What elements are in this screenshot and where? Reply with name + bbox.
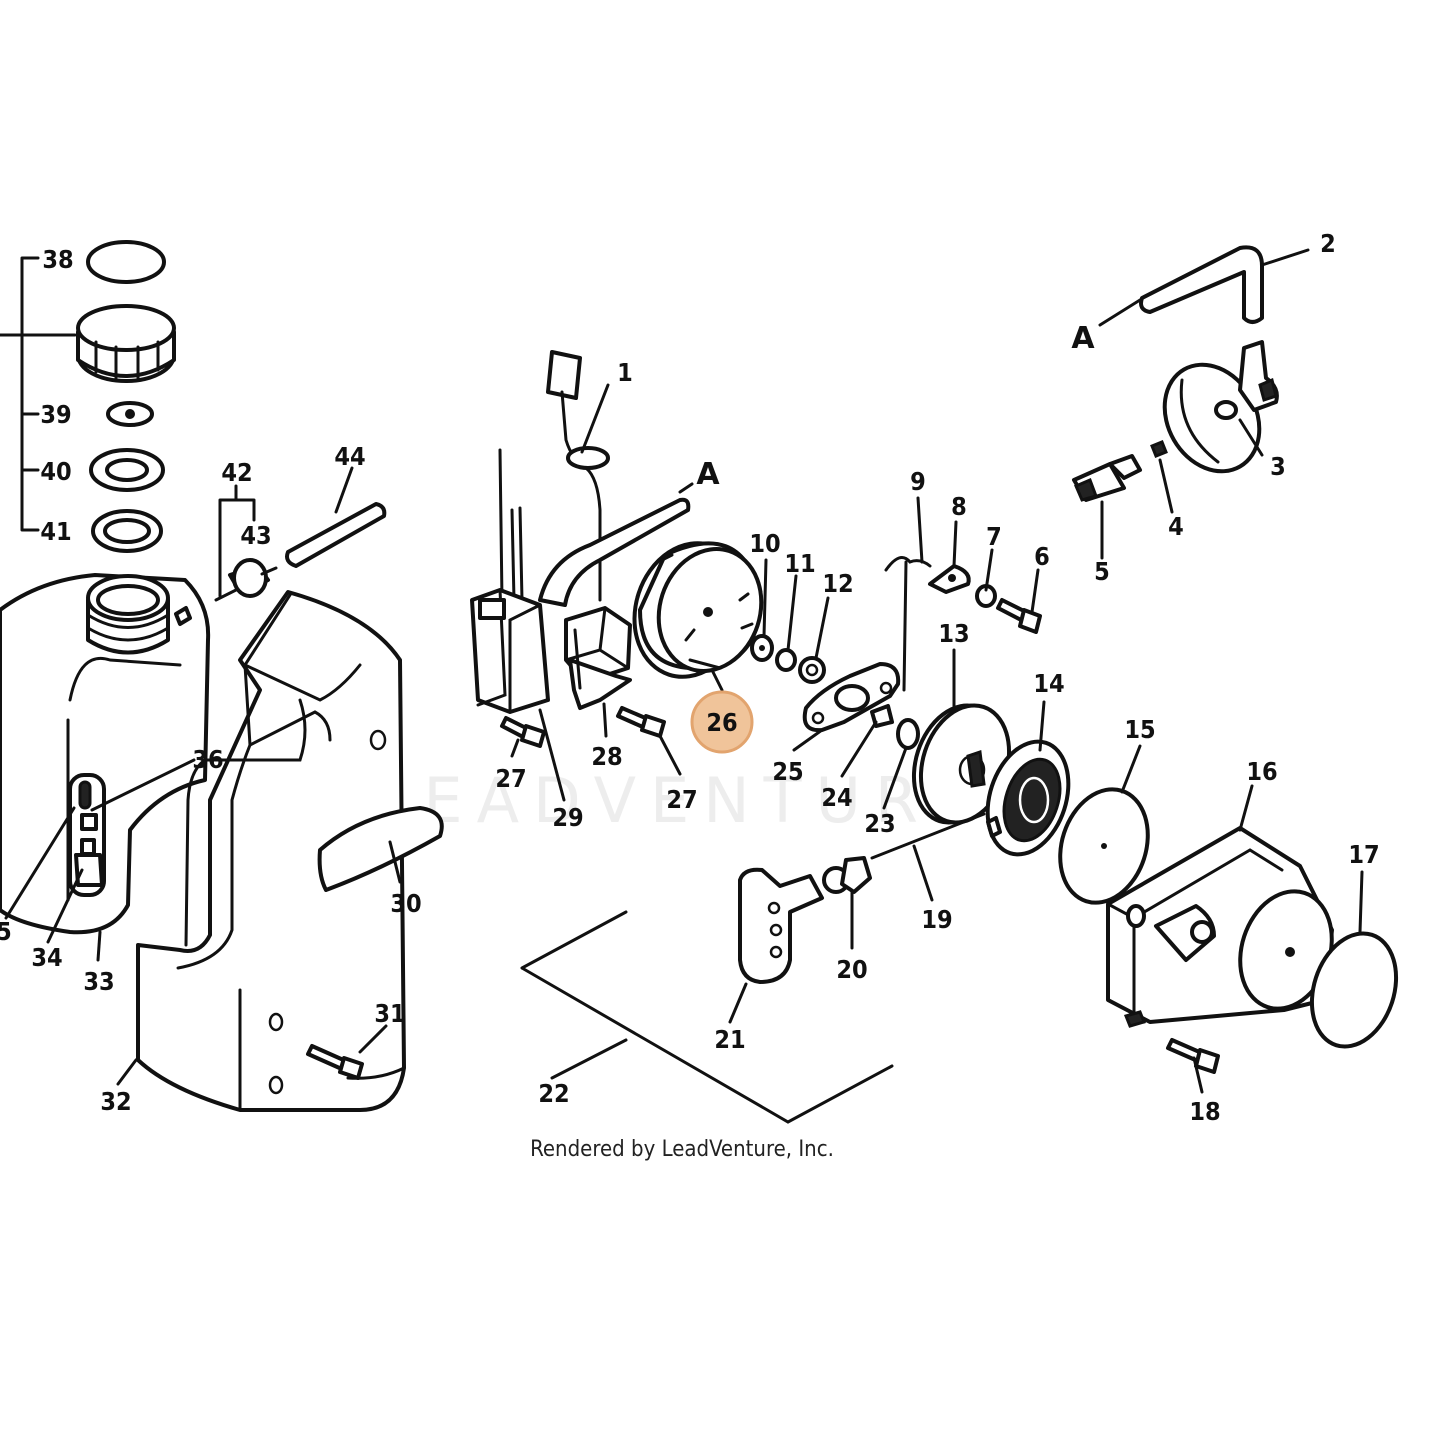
coil-part-28 bbox=[564, 606, 632, 710]
seal-part-40 bbox=[89, 448, 165, 492]
callout-38: 38 bbox=[42, 245, 73, 274]
callout-39: 39 bbox=[40, 400, 71, 429]
callout-41: 41 bbox=[40, 517, 71, 546]
callout-8: 8 bbox=[951, 492, 967, 521]
callout-36: 36 bbox=[192, 745, 223, 774]
frame-cover-part-32 bbox=[136, 590, 406, 1112]
starter-housing-part-16 bbox=[1106, 826, 1334, 1028]
callout-labels: 1 2 3 4 5 6 7 8 9 10 11 12 13 14 15 16 1… bbox=[0, 229, 1380, 1126]
callout-22: 22 bbox=[538, 1079, 569, 1108]
screw-part-27b bbox=[616, 706, 666, 738]
bracket-part-8 bbox=[928, 564, 971, 594]
callout-26: 26 bbox=[706, 708, 737, 737]
screw-part-18 bbox=[1166, 1038, 1220, 1074]
callout-10: 10 bbox=[749, 529, 780, 558]
callout-16: 16 bbox=[1246, 757, 1277, 786]
callout-20: 20 bbox=[836, 955, 867, 984]
rope-part-19 bbox=[870, 812, 986, 860]
callout-32: 32 bbox=[100, 1087, 131, 1116]
gasket-part-25 bbox=[802, 662, 901, 733]
callout-4: 4 bbox=[1168, 512, 1184, 541]
washer-part-10 bbox=[750, 634, 774, 662]
tube-part-44 bbox=[285, 502, 387, 568]
callout-25: 25 bbox=[772, 757, 803, 786]
callout-33: 33 bbox=[83, 967, 114, 996]
lead-wires bbox=[498, 448, 691, 607]
callout-30: 30 bbox=[390, 889, 421, 918]
callout-7: 7 bbox=[986, 522, 1002, 551]
callout-44: 44 bbox=[334, 442, 365, 471]
retainer-part-41 bbox=[91, 509, 163, 553]
callout-14: 14 bbox=[1033, 669, 1064, 698]
callout-1: 1 bbox=[617, 358, 633, 387]
render-credit: Rendered by LeadVenture, Inc. bbox=[530, 1137, 834, 1162]
callout-3: 3 bbox=[1270, 452, 1286, 481]
starter-spring-part-14 bbox=[985, 739, 1071, 857]
fuel-line-part-2 bbox=[1139, 245, 1264, 324]
callout-5: 5 bbox=[1094, 557, 1110, 586]
leader-lines bbox=[4, 248, 1364, 1094]
callout-42: 42 bbox=[221, 458, 252, 487]
callout-35: 5 bbox=[0, 917, 12, 946]
screw-part-6 bbox=[996, 598, 1042, 634]
callout-9: 9 bbox=[910, 467, 926, 496]
primer-part-3 bbox=[1162, 340, 1279, 474]
callout-27b: 27 bbox=[666, 785, 697, 814]
callout-6: 6 bbox=[1034, 542, 1050, 571]
screw-part-27a bbox=[500, 716, 546, 748]
callout-27a: 27 bbox=[495, 764, 526, 793]
fuel-cap-part bbox=[76, 304, 176, 383]
pulley-part-13 bbox=[911, 703, 1012, 825]
o-ring-part-38 bbox=[86, 240, 166, 284]
vent-part-39 bbox=[106, 401, 154, 427]
grommet-part-43 bbox=[214, 558, 278, 602]
fuel-filter-part-34 bbox=[68, 773, 106, 897]
callout-11: 11 bbox=[784, 549, 815, 578]
watermark: LEADVENTURE bbox=[375, 764, 985, 837]
guide-part-20 bbox=[822, 856, 872, 894]
callout-29: 29 bbox=[552, 803, 583, 832]
callout-24: 24 bbox=[821, 783, 852, 812]
tank-neck bbox=[86, 574, 170, 655]
callout-12: 12 bbox=[822, 569, 853, 598]
callout-28: 28 bbox=[591, 742, 622, 771]
grip-part-30 bbox=[317, 806, 444, 892]
flywheel-part-26 bbox=[632, 541, 764, 679]
gasket-part-17 bbox=[1309, 931, 1399, 1049]
screw-part-31 bbox=[306, 1044, 364, 1080]
handle-part-21 bbox=[738, 867, 824, 984]
callout-40: 40 bbox=[40, 457, 71, 486]
washer-part-11 bbox=[775, 648, 797, 672]
callout-34: 34 bbox=[31, 943, 62, 972]
callout-2: 2 bbox=[1320, 229, 1336, 258]
fuel-cap-group bbox=[0, 240, 176, 553]
assembly-bracket-part-22 bbox=[520, 910, 894, 1124]
ref-letter-a-right: A bbox=[1071, 321, 1095, 356]
valve-part-5 bbox=[1072, 454, 1142, 502]
nut-part-12 bbox=[798, 656, 826, 684]
callout-19: 19 bbox=[921, 905, 952, 934]
callout-13: 13 bbox=[938, 619, 969, 648]
fitting-part-4 bbox=[1150, 440, 1168, 458]
callout-43: 43 bbox=[240, 521, 271, 550]
washer-part-23 bbox=[896, 718, 920, 750]
spark-plug-wire-part-1 bbox=[546, 350, 610, 602]
callout-15: 15 bbox=[1124, 715, 1155, 744]
ref-letter-a-left: A bbox=[696, 457, 720, 492]
spring-part-9 bbox=[884, 556, 932, 692]
callout-21: 21 bbox=[714, 1025, 745, 1054]
callout-31: 31 bbox=[374, 999, 405, 1028]
highlight-circle bbox=[690, 690, 754, 754]
ignition-module-part-29 bbox=[470, 588, 550, 714]
callout-17: 17 bbox=[1348, 840, 1379, 869]
callout-23: 23 bbox=[864, 809, 895, 838]
callout-18: 18 bbox=[1189, 1097, 1220, 1126]
